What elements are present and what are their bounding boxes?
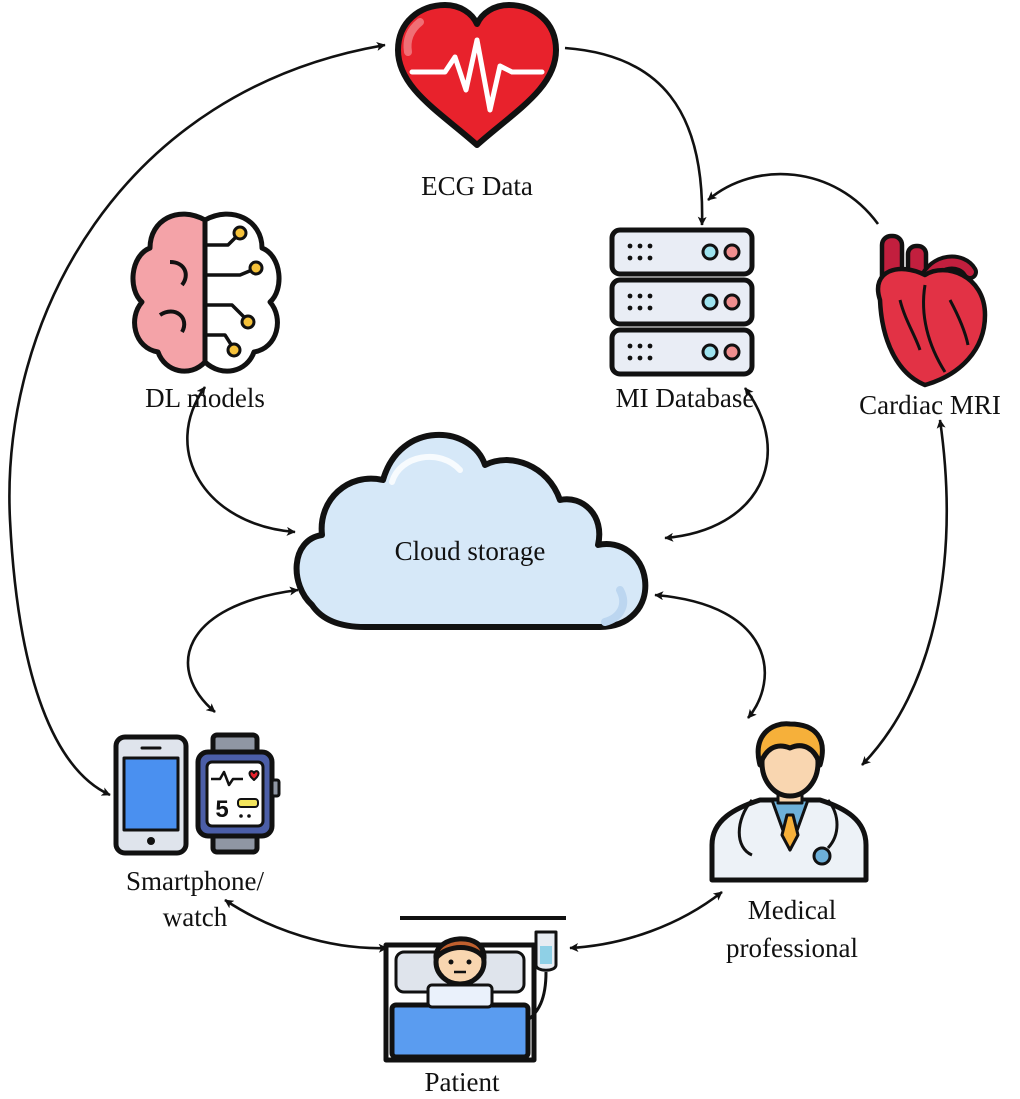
anatomical-heart-icon [875, 233, 988, 388]
cloud-icon [293, 432, 649, 630]
patient-bed-icon [383, 916, 566, 1063]
arrow-patient-doctor [569, 890, 723, 953]
smartphone-smartwatch-icon: 5 [113, 732, 281, 856]
svg-text:5: 5 [215, 796, 228, 823]
doctor-label-line1: Medical [747, 895, 837, 925]
arrow-mri-doctor [861, 419, 948, 766]
arrow-cloud-device [186, 586, 299, 713]
heart-ecg-icon [395, 2, 559, 148]
ecg-label: ECG Data [421, 171, 533, 201]
arrow-ecg-to-database [564, 46, 707, 226]
doctor-label-line2: professional [726, 933, 858, 963]
arrow-ecg-device [8, 41, 386, 797]
cardiac-mri-label: Cardiac MRI [859, 390, 1001, 420]
device-label-line2: watch [162, 902, 228, 932]
doctor-icon [709, 721, 869, 883]
arrow-dl-cloud [186, 386, 296, 536]
dl-models-label: DL models [145, 383, 265, 413]
brain-circuit-icon [130, 211, 282, 374]
mi-database-label: MI Database [615, 383, 755, 413]
arrow-database-cloud [664, 387, 769, 542]
arrow-device-patient [224, 898, 388, 953]
device-label-line1: Smartphone/ [126, 866, 264, 896]
arrow-cloud-doctor [654, 591, 767, 719]
patient-label: Patient [424, 1067, 500, 1097]
server-database-icon [609, 227, 755, 377]
arrow-mri-to-database [707, 172, 880, 225]
cloud-storage-label: Cloud storage [394, 536, 546, 566]
